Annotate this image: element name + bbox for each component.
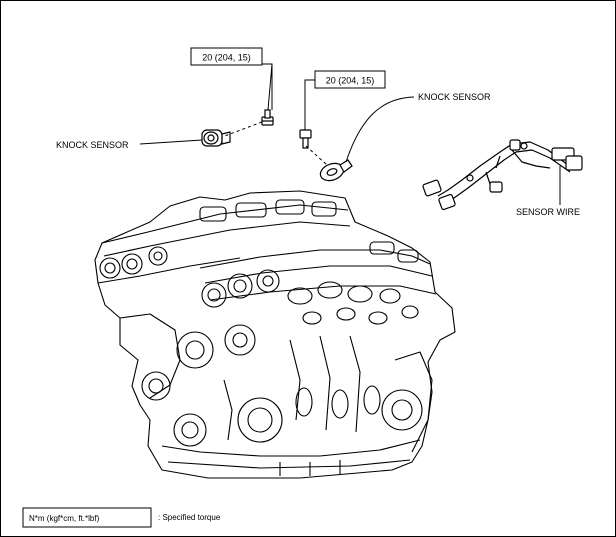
bolt-right-axis xyxy=(305,145,328,166)
knock-sensor-right-leader xyxy=(345,96,415,163)
legend-unit: N*m (kgf*cm, ft.*lbf) xyxy=(29,514,100,523)
sensor-wire-harness xyxy=(422,139,583,211)
knock-sensor-right-part xyxy=(319,159,353,182)
knock-sensor-left-leader xyxy=(139,139,203,145)
torque-left-leader xyxy=(267,63,273,111)
bolt-left-axis xyxy=(221,121,263,138)
torque-right-leader xyxy=(304,79,315,130)
torque-box-left xyxy=(190,47,263,66)
sensor-wire-label: SENSOR WIRE xyxy=(516,207,580,217)
engine-block xyxy=(94,190,456,479)
knock-sensor-label-right: KNOCK SENSOR xyxy=(418,92,491,102)
torque-box-right xyxy=(314,70,386,89)
bolt-left xyxy=(261,109,274,126)
knock-sensor-left-part xyxy=(201,129,231,147)
torque-left-leader-bend xyxy=(262,63,273,110)
torque-value-left: 20 (204, 15) xyxy=(202,53,251,63)
legend-description: : Specified torque xyxy=(158,513,221,522)
knock-sensor-label-left: KNOCK SENSOR xyxy=(56,140,129,150)
legend-box xyxy=(22,507,152,528)
torque-value-right: 20 (204, 15) xyxy=(326,76,375,86)
